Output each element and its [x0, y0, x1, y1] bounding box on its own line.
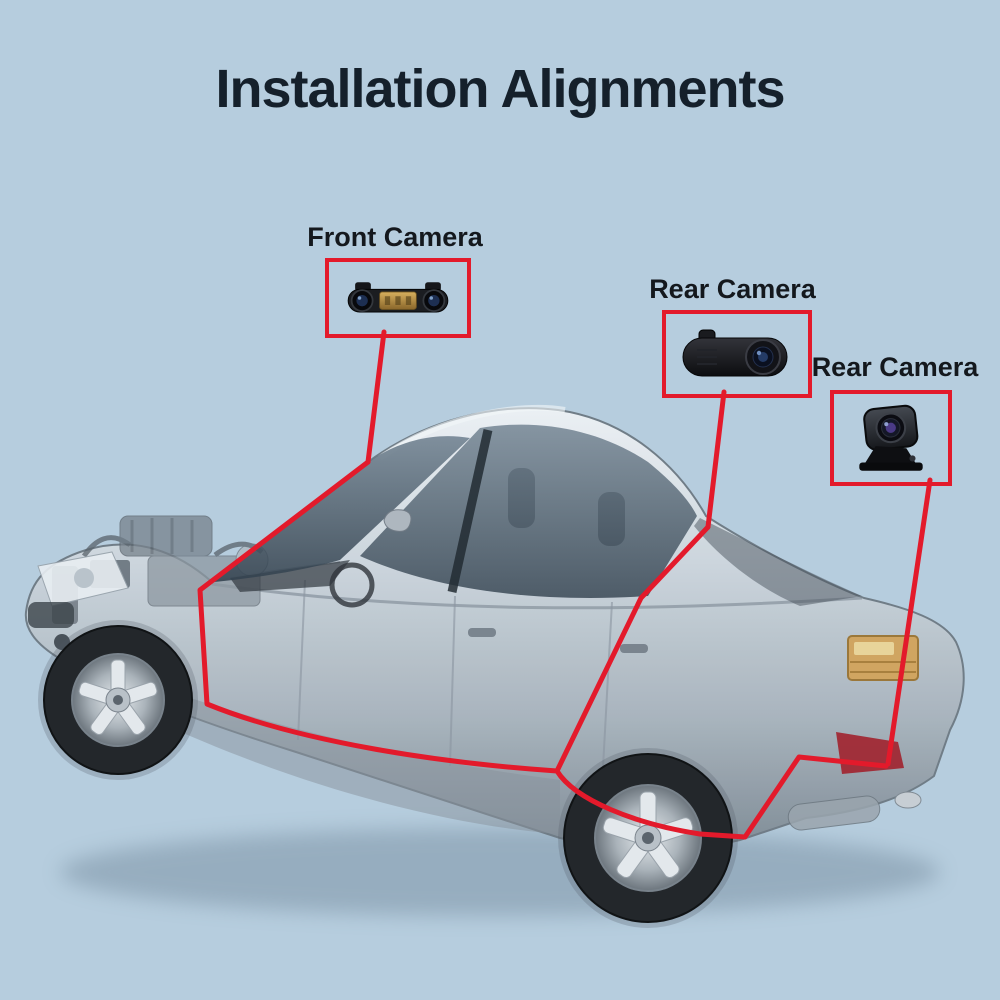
- b-pillar: [447, 429, 493, 593]
- rear-camera-box: [662, 310, 812, 398]
- page-title: Installation Alignments: [215, 59, 785, 119]
- front-camera-box: [325, 258, 471, 338]
- rear-camera-label: Rear Camera: [649, 274, 816, 304]
- cable-routing: [197, 329, 933, 840]
- front-wheel: [38, 620, 198, 780]
- grille: [28, 602, 74, 628]
- backup-camera-leader-line: [885, 477, 933, 767]
- side-glass: [360, 424, 697, 598]
- car-shadow: [60, 828, 940, 916]
- rear-lower-cable-route: [554, 754, 889, 840]
- front-camera-icon: [347, 282, 449, 313]
- cabin-cable-route: [197, 459, 711, 774]
- muffler: [787, 795, 881, 831]
- rear-wheel: [558, 748, 738, 928]
- backup-camera-box: [830, 390, 952, 486]
- backup-camera-icon: [859, 404, 923, 471]
- front-details: [28, 509, 412, 650]
- front-camera-label: Front Camera: [307, 222, 483, 252]
- glass: [214, 424, 862, 606]
- rear-camera-leader-line: [705, 389, 727, 530]
- side-mirror: [383, 509, 412, 532]
- windshield: [214, 436, 470, 582]
- exhaust-tip: [894, 791, 922, 809]
- front-camera-leader-line: [365, 329, 387, 465]
- rear-deck: [694, 518, 862, 606]
- rear-dashcam-icon: [682, 329, 788, 377]
- backup-camera-label: Rear Camera: [811, 352, 979, 382]
